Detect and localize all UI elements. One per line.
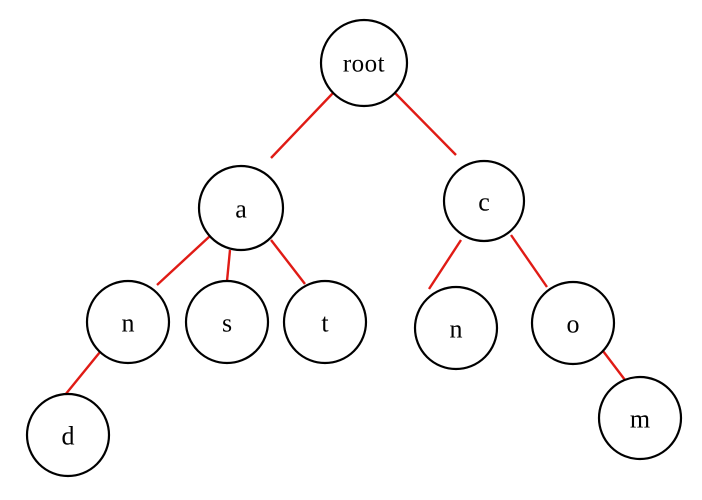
node-circle-o [530,280,616,366]
tree-node-t[interactable]: t [282,279,368,365]
node-label-t: t [321,309,329,338]
tree-edge-a-n1 [156,235,211,286]
tree-edge-root-c [394,92,457,156]
edges-group [64,92,626,396]
node-label-o: o [567,310,580,339]
node-circle-n1 [85,279,171,365]
node-circle-d [25,392,111,478]
tree-node-n2[interactable]: n [413,285,499,371]
tree-node-n1[interactable]: n [85,279,171,365]
node-label-a: a [235,195,247,224]
tree-node-root[interactable]: root [319,18,409,108]
node-circle-c [442,159,526,243]
node-circle-root [319,18,409,108]
tree-edge-c-o [510,234,548,288]
node-label-n2: n [450,315,463,344]
tree-edge-a-t [270,239,306,285]
node-circle-n2 [413,285,499,371]
tree-edge-n1-d [64,351,101,396]
tree-node-o[interactable]: o [530,280,616,366]
tree-node-m[interactable]: m [597,375,683,461]
node-circle-s [184,279,270,365]
tree-node-c[interactable]: c [442,159,526,243]
node-label-c: c [478,188,490,217]
tree-edge-a-s [225,249,232,282]
tree-node-d[interactable]: d [25,392,111,478]
node-label-n1: n [122,309,135,338]
node-circle-t [282,279,368,365]
node-label-s: s [222,309,232,338]
tree-node-a[interactable]: a [197,164,285,252]
tree-node-s[interactable]: s [184,279,270,365]
node-label-root: root [343,51,385,78]
node-circle-m [597,375,683,461]
tree-edge-o-m [602,350,626,381]
node-label-m: m [630,405,650,434]
tree-edge-c-n2 [427,239,463,290]
tree-edge-root-a [270,92,334,159]
node-label-d: d [62,422,75,451]
nodes-group: root a c n s t n o d m [25,18,683,478]
node-circle-a [197,164,285,252]
